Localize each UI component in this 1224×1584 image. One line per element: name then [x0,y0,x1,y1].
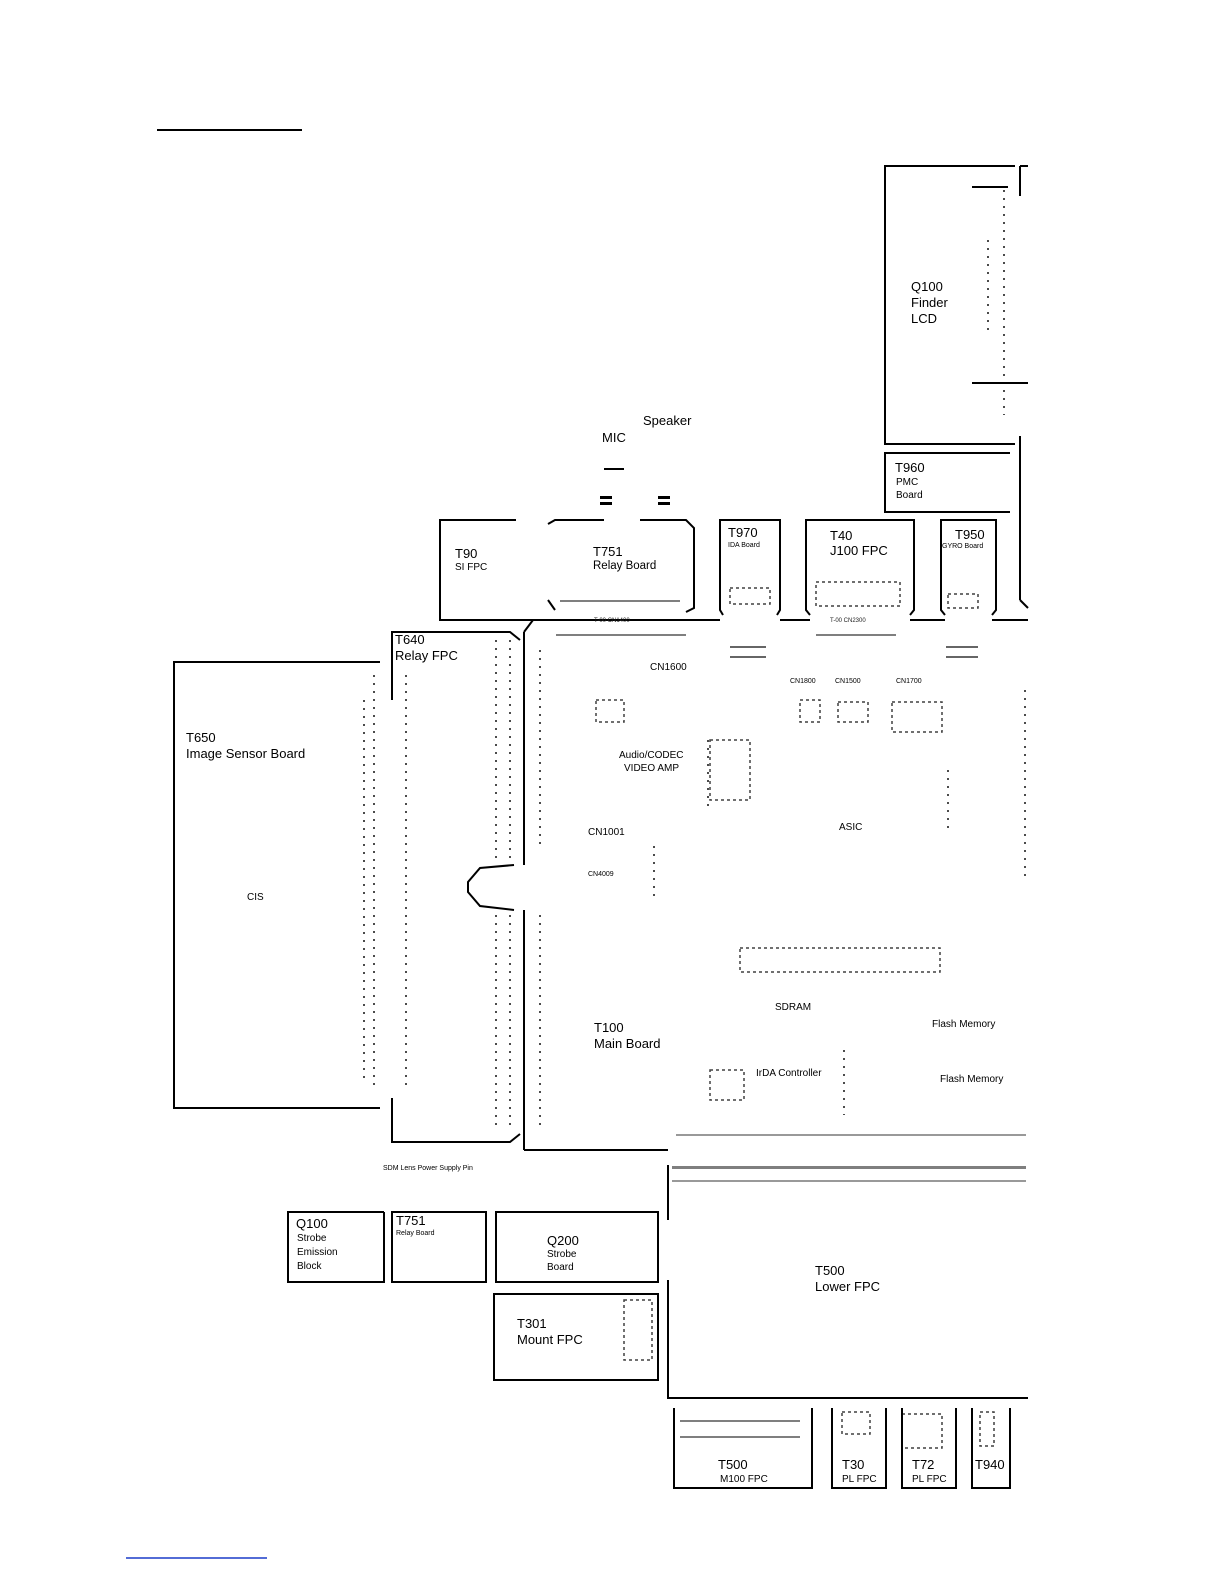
pl-fpc-72-id: T72 [912,1457,935,1472]
gyro-board-line2: GYRO Board [942,543,984,550]
strobe-board-line3: Board [547,1262,574,1273]
strobe-emission-id: Q100 [296,1216,328,1231]
finder-lcd-line2: Finder [911,295,948,310]
speaker-label: Speaker [643,413,692,428]
relay-board-bottom-line2: Relay Board [396,1230,435,1237]
relay-fpc-id: T640 [395,632,425,647]
audio-codec-label: Audio/CODEC [619,750,684,761]
t940-id: T940 [975,1457,1005,1472]
flash-memory-2-label: Flash Memory [940,1074,1004,1085]
m100-fpc-line2: M100 FPC [720,1474,768,1485]
cn1001-label: CN1001 [588,827,625,838]
mount-fpc-id: T301 [517,1316,547,1331]
lower-fpc-id: T500 [815,1263,845,1278]
image-sensor-id: T650 [186,730,216,745]
strobe-board-line2: Strobe [547,1249,577,1260]
strobe-emission-line4: Block [297,1261,322,1272]
finder-lcd-line3: LCD [911,311,938,326]
cn1600-label: CN1600 [650,662,687,673]
relay-board-top-id: T751 [593,544,623,559]
asic-label: ASIC [839,822,863,833]
cn1700-label: CN1700 [896,678,922,685]
relay-fpc-line2: Relay FPC [395,648,458,663]
cn4009-label: CN4009 [588,871,614,878]
pmc-id: T960 [895,460,925,475]
cn1400-label: T-00 CN1400 [594,618,630,624]
sdm-power-label: SDM Lens Power Supply Pin [383,1165,473,1172]
strobe-emission-line3: Emission [297,1247,338,1258]
ida-board-line2: IDA Board [728,542,760,549]
cn1500-label: CN1500 [835,678,861,685]
sdram-label: SDRAM [775,1002,812,1013]
finder-lcd-id: Q100 [911,279,943,294]
main-board-line2: Main Board [594,1036,661,1051]
ida-board-id: T970 [728,525,758,540]
strobe-emission-line2: Strobe [297,1233,327,1244]
mount-fpc-line2: Mount FPC [517,1332,583,1347]
flash-memory-1-label: Flash Memory [932,1019,996,1030]
cn1800-label: CN1800 [790,678,816,685]
pl-fpc-72-line2: PL FPC [912,1474,947,1485]
pl-fpc-30-id: T30 [842,1457,865,1472]
pmc-line2: PMC [896,477,919,488]
si-fpc-line2: SI FPC [455,562,488,573]
strobe-board-id: Q200 [547,1233,579,1248]
pl-fpc-30-line2: PL FPC [842,1474,877,1485]
video-amp-label: VIDEO AMP [624,763,680,774]
cn2300-label: T-00 CN2300 [830,618,866,624]
si-fpc-id: T90 [455,546,478,561]
gyro-board-id: T950 [955,527,985,542]
relay-board-bottom-id: T751 [396,1213,426,1228]
j100-fpc-id: T40 [830,528,853,543]
mic-label: MIC [602,430,626,445]
main-board-id: T100 [594,1020,624,1035]
m100-fpc-id: T500 [718,1457,748,1472]
cis-chip-label: CIS [247,892,264,903]
lower-fpc-line2: Lower FPC [815,1279,881,1294]
j100-fpc-line2: J100 FPC [830,543,888,558]
pmc-line3: Board [896,490,923,501]
relay-board-top-line2: Relay Board [593,560,657,572]
image-sensor-line2: Image Sensor Board [186,746,306,761]
ida-controller-label: IrDA Controller [756,1068,822,1079]
